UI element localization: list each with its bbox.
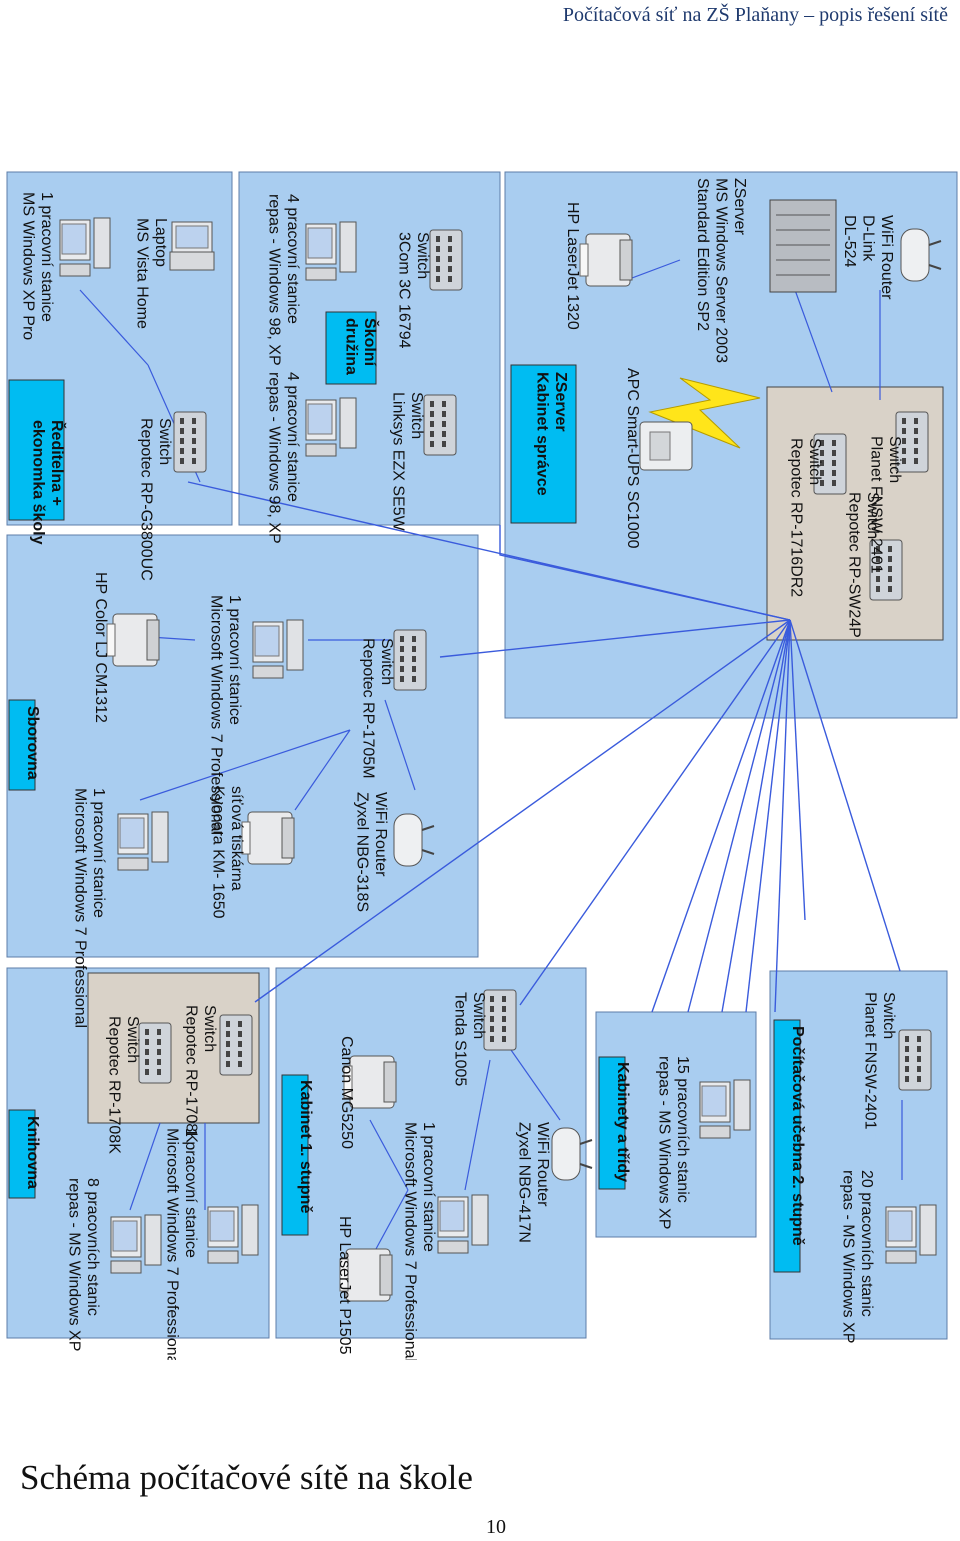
pc-icon: [699, 1079, 751, 1139]
stations-label: 4 pracovní stanicerepas - Windows 98, XP: [266, 194, 301, 366]
ups-label: APC Smart-UPS SC1000: [624, 368, 641, 549]
link-knihovna: [254, 619, 791, 1003]
page-header: Počítačová síť na ZŠ Plaňany – popis řeš…: [562, 4, 948, 26]
switch-icon: [483, 989, 517, 1051]
stations-label: 15 pracovních stanicrepas - MS Windows X…: [656, 1056, 691, 1229]
link-tridy-b: [687, 619, 791, 1013]
page-number: 10: [486, 1516, 506, 1538]
switch-label: Switch3Com 3C 16794: [396, 232, 431, 349]
link-sborovna: [439, 619, 791, 658]
pc-icon: [117, 811, 169, 871]
knihovna-title: Knihovna: [24, 1116, 41, 1189]
pc-icon: [59, 217, 111, 277]
tridy-title: Kabinety a třídy: [614, 1062, 631, 1182]
switch-icon: [219, 1014, 253, 1076]
sborovna-title: Sborovna: [24, 706, 41, 780]
stations-label: 8 pracovních stanicrepas - MS Windows XP: [66, 1178, 101, 1351]
figure-caption: Schéma počítačové sítě na škole: [20, 1458, 473, 1497]
switch-label: SwitchRepotec RP-SW24P: [846, 492, 881, 638]
switch-label: SwitchRepotec RP-1705M: [360, 638, 395, 779]
station-label: 1 pracovní staniceMicrosoft Windows 7 Pr…: [72, 788, 107, 1028]
switch-label: SwitchRepotec RP-1708K: [106, 1016, 141, 1154]
server-label: ZServerMS Windows Server 2003Standard Ed…: [694, 178, 748, 363]
switch-label: SwitchRepotec RP-1708K: [183, 1005, 218, 1143]
area-sborovna: [6, 534, 479, 958]
switch-label: SwitchTenda S1005: [452, 992, 487, 1086]
network-diagram: ZServerKabinet správce Školnídružina Řed…: [6, 171, 958, 1360]
link-reditelna: [187, 481, 791, 621]
pc-icon: [305, 221, 357, 281]
druzina-title: Školnídružina: [343, 318, 380, 375]
link-ucebna-c: [789, 619, 901, 972]
pc-icon: [885, 1204, 937, 1264]
wifi-label: WiFi RouterD-LinkDL-524: [841, 215, 895, 300]
ups-icon: [639, 421, 693, 471]
switch-label: SwitchPlanet FNSW-2401: [868, 436, 903, 574]
lightning-icon: [648, 377, 761, 449]
printer-icon: [579, 233, 633, 287]
kabinet1-title: Kabinet 1. stupně: [297, 1080, 314, 1213]
pc-icon: [305, 397, 357, 457]
pc-icon: [252, 619, 304, 679]
station-label: 1 pracovní staniceMicrosoft Windows 7 Pr…: [402, 1122, 437, 1360]
printer-label: HP LaserJet P1505: [336, 1216, 353, 1355]
uplinks: [187, 481, 901, 1013]
ucebna-title: Počítačová učebna 2. stupně: [789, 1026, 806, 1246]
printer-label: síťová tiskárnaKyocera KM- 1650: [210, 786, 245, 919]
link-tridy-c: [721, 619, 791, 1013]
switch-icon: [138, 1022, 172, 1084]
reditelna-title: Ředitelna +ekonomka školy: [30, 420, 67, 545]
station-label: 1 pracovní staniceMicrosoft Windows 7 Pr…: [164, 1128, 199, 1360]
station-label: 1 pracovní staniceMS Windows XP Pro: [20, 192, 55, 340]
switch-label: SwitchPlanet FNSW-2401: [862, 992, 897, 1130]
switch-label: SwitchLinksys EZX SE5W: [390, 392, 425, 532]
area-kabinet1: [275, 967, 587, 1339]
link-kabinet1: [519, 619, 791, 1006]
pc-icon: [207, 1204, 259, 1264]
link-tridy-a: [651, 619, 791, 1013]
laptop-icon: [169, 221, 215, 271]
wifi-label: WiFi RouterZyxel NBG-417N: [516, 1122, 551, 1243]
switch-icon: [393, 629, 427, 691]
link-ucebna: [774, 619, 791, 1013]
laptop-label: LaptopMS Vista Home: [134, 218, 169, 329]
switch-icon: [173, 411, 207, 473]
switch-icon: [423, 394, 457, 456]
printer-label: HP LaserJet 1320: [564, 202, 581, 330]
stations-label: 4 pracovní stanicerepas - Windows 98, XP: [266, 372, 301, 544]
printer-icon: [106, 613, 160, 667]
wifi-label: WiFi RouterZyxel NBG-318S: [354, 792, 389, 912]
link-tridy-d: [745, 619, 791, 1013]
switch-icon: [898, 1029, 932, 1091]
printer-label: Canon MG5250: [338, 1036, 355, 1149]
link-ucebna-b: [789, 619, 806, 921]
printer-icon: [241, 811, 295, 865]
pc-icon: [437, 1194, 489, 1254]
pc-icon: [110, 1214, 162, 1274]
zserver-title: ZServerKabinet správce: [534, 372, 569, 496]
switch-label: SwitchRepotec RP-G3800UC: [138, 418, 173, 581]
server-icon: [769, 199, 837, 293]
printer-label: HP Color LJ CM1312: [92, 572, 109, 723]
station-label: 1 pracovní staniceMicrosoft Windows 7 Pr…: [208, 595, 243, 835]
switch-icon: [429, 229, 463, 291]
switch-label: SwitchRepotec RP-1716DR2: [788, 438, 823, 597]
stations-label: 20 pracovních stanicrepas - MS Windows X…: [840, 1170, 875, 1343]
